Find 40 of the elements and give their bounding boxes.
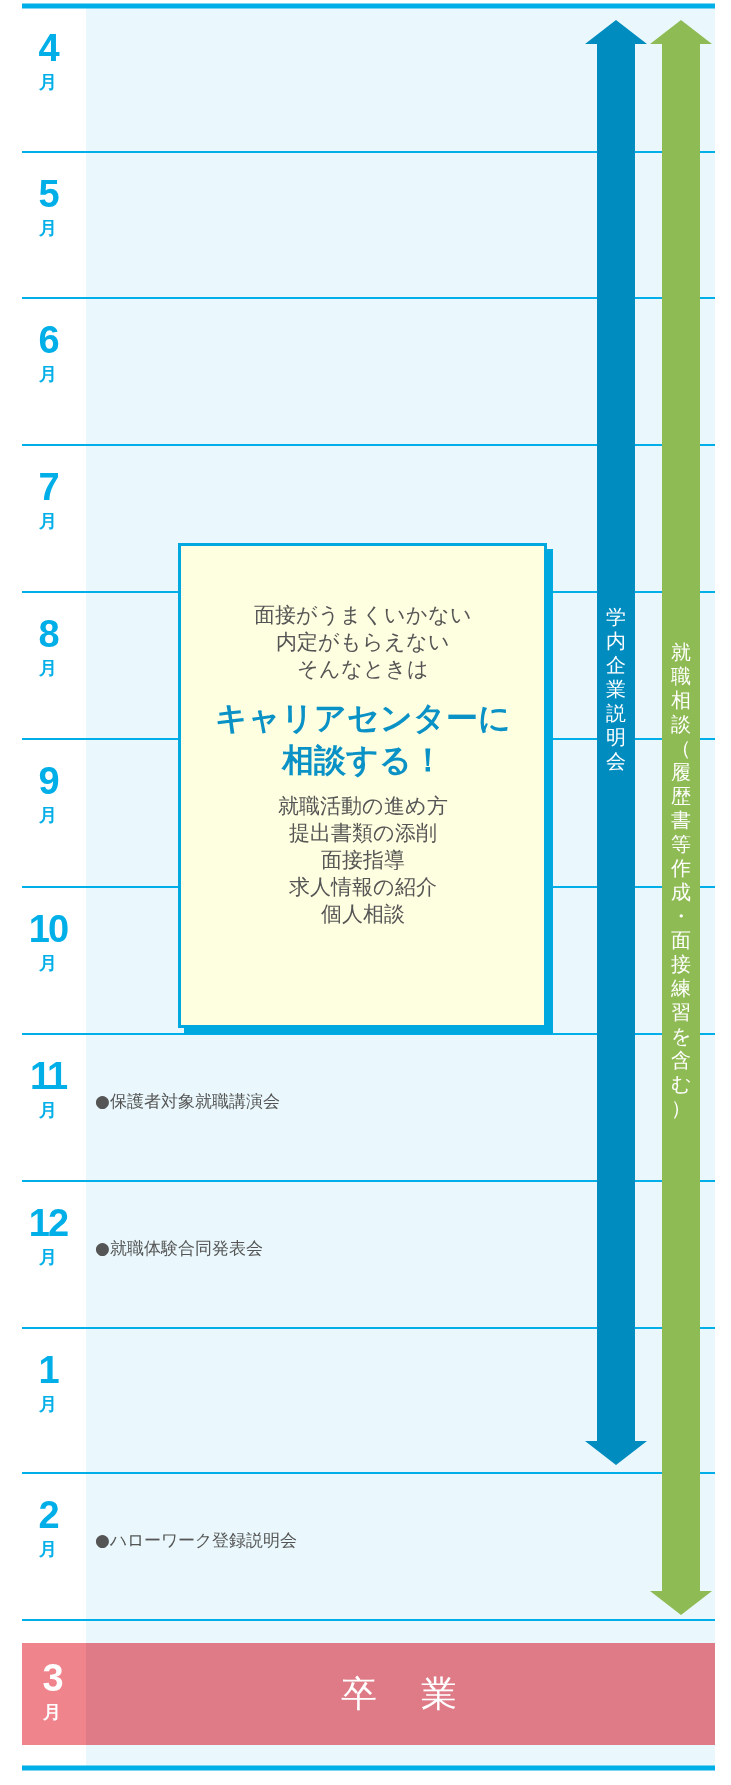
- month-label: 月: [38, 953, 58, 973]
- month-label: 月: [38, 364, 58, 384]
- month-label: 月: [38, 218, 58, 238]
- callout-text: 提出書類の添削: [287, 820, 438, 847]
- bar-text: 卒 業: [340, 1671, 461, 1716]
- month-number: 8: [37, 614, 60, 654]
- month-label: 月: [38, 805, 58, 825]
- callout-text: 内定がもらえない: [274, 629, 451, 656]
- month-number: 11: [28, 1056, 68, 1096]
- month-label: 月: [38, 658, 58, 678]
- month-label: 月: [38, 72, 58, 92]
- callout-text: 求人情報の紹介: [287, 874, 438, 901]
- month-label: 月: [38, 1539, 58, 1559]
- arrow-label: 学内企業説明会: [605, 605, 626, 773]
- month-label: 月: [38, 511, 58, 531]
- callout-text: そんなときは: [295, 656, 430, 683]
- callout-text: 面接指導: [319, 847, 406, 874]
- callout-text: 就職活動の進め方: [276, 793, 449, 820]
- month-number: 12: [27, 1203, 69, 1243]
- callout-text: 面接がうまくいかない: [252, 602, 473, 629]
- event-text: ●保護者対象就職講演会: [95, 1090, 280, 1112]
- month-number: 3: [41, 1658, 64, 1698]
- callout-text: 個人相談: [319, 901, 406, 928]
- graduation-bar: [22, 1643, 715, 1745]
- callout-heading: キャリアセンターに相談する！: [213, 698, 512, 781]
- month-label: 月: [38, 1100, 58, 1120]
- month-number: 6: [37, 320, 60, 360]
- month-number: 5: [37, 174, 60, 214]
- month-label: 月: [38, 1394, 58, 1414]
- month-number: 2: [37, 1495, 59, 1535]
- month-label: 月: [42, 1702, 62, 1722]
- month-number: 7: [37, 467, 59, 507]
- event-text: ●就職体験合同発表会: [95, 1237, 263, 1259]
- month-number: 9: [37, 761, 60, 801]
- month-label: 月: [38, 1247, 58, 1267]
- arrow-label: 就職相談（履歴書等作成・面接練習を含む）: [670, 640, 691, 1120]
- month-number: 1: [37, 1350, 60, 1390]
- event-text: ●ハローワーク登録説明会: [95, 1529, 297, 1551]
- month-number: 4: [37, 28, 60, 68]
- month-number: 10: [27, 909, 69, 949]
